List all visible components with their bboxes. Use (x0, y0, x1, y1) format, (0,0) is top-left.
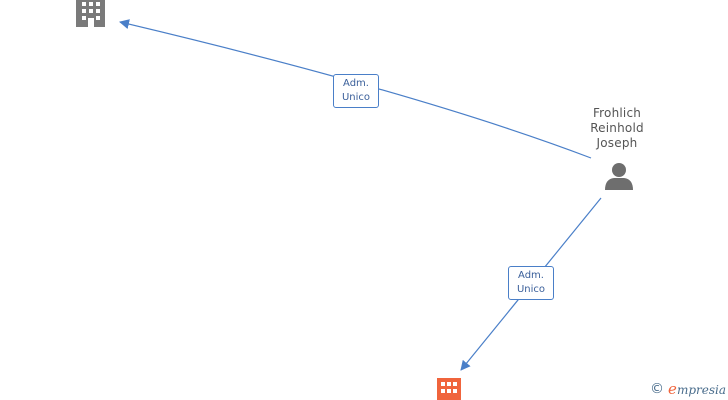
person-name-line: Joseph (596, 136, 638, 150)
edge-role-label[interactable]: Adm. Unico (333, 74, 379, 108)
edge-role-line: Unico (341, 92, 371, 103)
edge-person-to-company-top (119, 19, 592, 159)
copyright-symbol: © (650, 381, 665, 397)
edge-role-line: Unico (516, 284, 546, 295)
person-icon[interactable] (605, 163, 633, 190)
empresia-watermark: © empresia (650, 380, 726, 398)
building-icon[interactable] (76, 0, 105, 27)
person-name-line: Frohlich (592, 106, 642, 120)
empresia-logo: empresia (668, 380, 726, 398)
empresia-logo-text: mpresia (676, 383, 726, 397)
person-name-label[interactable]: Frohlich Reinhold Joseph (572, 106, 662, 151)
edge-role-label[interactable]: Adm. Unico (508, 266, 554, 300)
edge-role-line: Adm. (343, 78, 369, 89)
edge-role-line: Adm. (518, 270, 544, 281)
building-icon[interactable] (437, 378, 461, 400)
empresia-logo-initial: e (668, 380, 677, 398)
person-name-line: Reinhold (590, 121, 644, 135)
